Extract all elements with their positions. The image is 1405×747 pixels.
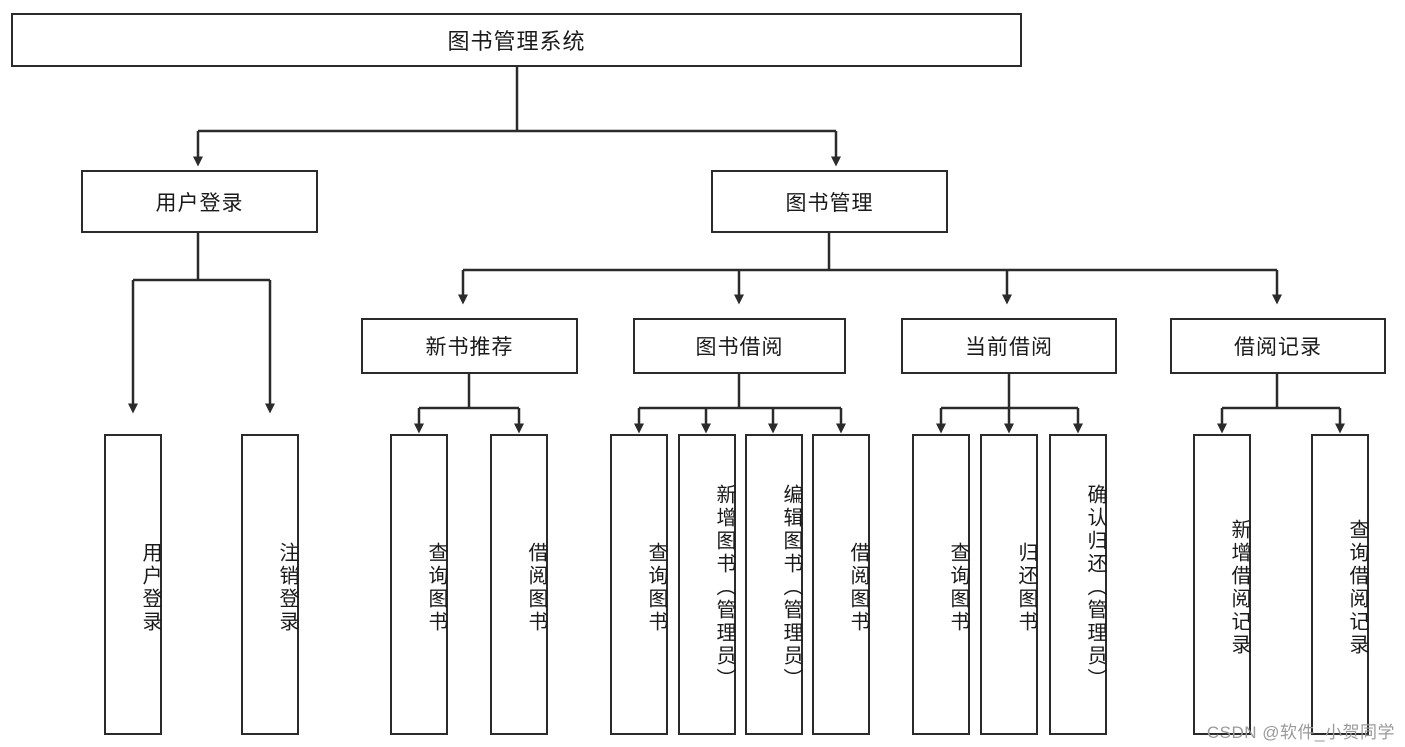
leaf-borrow-record-query-record[interactable]: 查询借阅记录 (1311, 434, 1369, 735)
leaf-current-borrow-query-book[interactable]: 查询图书 (912, 434, 970, 735)
node-root-book-management-system[interactable]: 图书管理系统 (11, 13, 1022, 67)
node-label: 当前借阅 (965, 336, 1053, 359)
node-label: 图书管理系统 (447, 29, 586, 54)
watermark-text: CSDN @软件_小贺同学 (1206, 723, 1395, 742)
node-label: 用户登录 (139, 541, 161, 634)
node-user-login[interactable]: 用户登录 (81, 170, 318, 233)
node-label: 编辑图书（管理员） (780, 484, 802, 691)
leaf-new-book-query-book[interactable]: 查询图书 (390, 434, 448, 735)
node-label: 查询图书 (947, 541, 969, 634)
node-label: 查询借阅记录 (1346, 518, 1368, 657)
node-label: 归还图书 (1015, 541, 1037, 634)
leaf-user-login-logout[interactable]: 注销登录 (241, 434, 299, 735)
node-borrow-record[interactable]: 借阅记录 (1170, 318, 1386, 374)
node-book-management[interactable]: 图书管理 (711, 170, 948, 233)
node-label: 确认归还（管理员） (1084, 484, 1106, 691)
node-label: 查询图书 (645, 541, 667, 634)
leaf-book-borrow-edit-book-admin[interactable]: 编辑图书（管理员） (745, 434, 803, 735)
leaf-current-borrow-confirm-return-admin[interactable]: 确认归还（管理员） (1049, 434, 1107, 735)
node-label: 新增借阅记录 (1228, 518, 1250, 657)
node-label: 新增图书（管理员） (713, 484, 735, 691)
node-label: 用户登录 (155, 191, 244, 215)
node-label: 借阅记录 (1234, 336, 1322, 359)
node-current-borrow[interactable]: 当前借阅 (901, 318, 1117, 374)
node-label: 查询图书 (425, 541, 447, 634)
node-label: 图书管理 (785, 191, 874, 215)
leaf-book-borrow-borrow-book[interactable]: 借阅图书 (812, 434, 870, 735)
leaf-book-borrow-add-book-admin[interactable]: 新增图书（管理员） (678, 434, 736, 735)
leaf-user-login-login[interactable]: 用户登录 (104, 434, 162, 735)
node-label: 注销登录 (276, 541, 298, 634)
node-label: 借阅图书 (525, 541, 547, 634)
node-label: 借阅图书 (847, 541, 869, 634)
leaf-new-book-borrow-book[interactable]: 借阅图书 (490, 434, 548, 735)
node-label: 图书借阅 (695, 336, 784, 359)
node-label: 新书推荐 (425, 336, 514, 359)
leaf-borrow-record-add-record[interactable]: 新增借阅记录 (1193, 434, 1251, 735)
leaf-book-borrow-query-book[interactable]: 查询图书 (610, 434, 668, 735)
node-book-borrow[interactable]: 图书借阅 (633, 318, 846, 374)
node-new-book-recommend[interactable]: 新书推荐 (361, 318, 578, 374)
leaf-current-borrow-return-book[interactable]: 归还图书 (980, 434, 1038, 735)
